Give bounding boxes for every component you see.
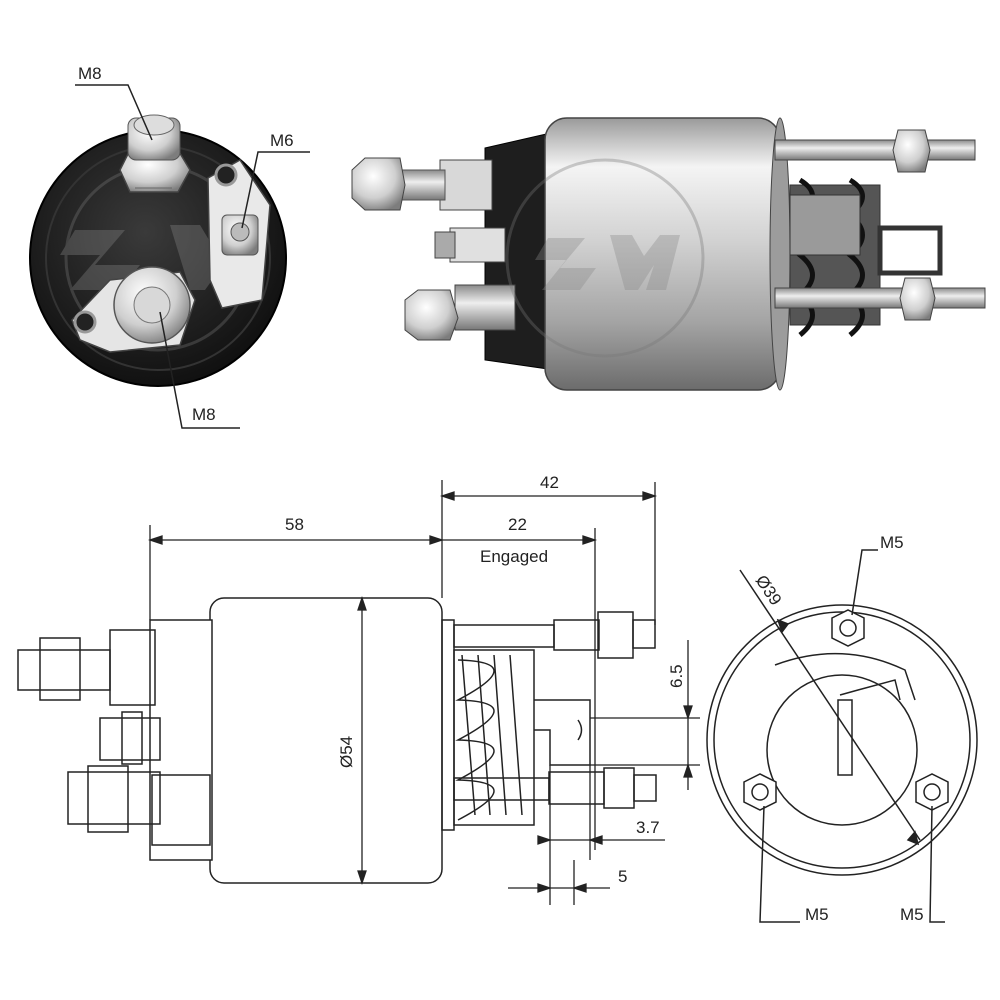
callout-mount-right-label: M5 [900, 905, 924, 924]
dim-tab-width: 5 [618, 867, 627, 886]
side-view-photo [351, 117, 986, 391]
front-bottom-m8-terminal [71, 266, 196, 353]
side-logo-watermark-icon [505, 158, 705, 358]
dim-body-diameter: Ø54 [337, 736, 356, 768]
dim-engaged-note: Engaged [480, 547, 548, 566]
dim-tab-height: 6.5 [667, 664, 686, 688]
callout-mount-top-label: M5 [880, 533, 904, 552]
front-top-m8-terminal [119, 114, 191, 193]
dim-tab-offset: 3.7 [636, 818, 660, 837]
side-drawing [17, 597, 657, 884]
front-view-photo: M8 M6 M8 [29, 64, 310, 429]
front-m6-terminal [207, 159, 271, 309]
leader-front-top [75, 84, 153, 141]
callout-front-m6-label: M6 [270, 131, 294, 150]
leader-front-bottom [159, 311, 240, 429]
leader-front-m6 [241, 151, 310, 229]
dim-bolt-circle: Ø39 [752, 572, 786, 609]
dim-body-length: 58 [285, 515, 304, 534]
callout-mount-left-label: M5 [805, 905, 829, 924]
callout-front-top-label: M8 [78, 64, 102, 83]
callout-front-bottom-label: M8 [192, 405, 216, 424]
dim-engaged-travel: 22 [508, 515, 527, 534]
dim-overall-stroke: 42 [540, 473, 559, 492]
side-dimensions [147, 480, 700, 905]
end-view-drawing [706, 549, 978, 923]
